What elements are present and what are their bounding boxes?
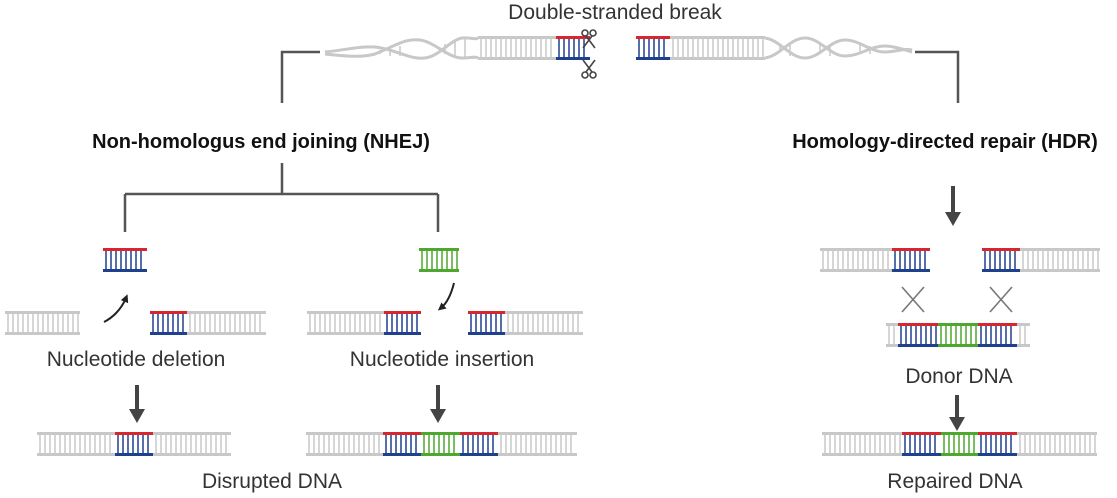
dna-excised-fragment [103,248,147,272]
top-connectors [123,50,960,232]
dna-disrupted-insertion [306,432,577,456]
dna-insertion-left-end [307,311,421,335]
dna-helix-right-icon [764,36,913,60]
hdr-heading: Homology-directed repair (HDR) [792,131,1098,153]
dna-hdr-left-end [820,248,930,272]
nhej-heading: Non-homologus end joining (NHEJ) [92,131,430,153]
dna-hdr-right-end [982,248,1100,272]
dna-disrupted-deletion [37,432,231,456]
dna-insertion-right-end [468,311,583,335]
dna-break-right [636,36,765,60]
scissors-icon-top [581,29,597,49]
down-arrow-icons [129,186,965,431]
crossover-icons [901,286,1013,313]
dna-deletion-right-end [150,311,266,335]
dna-break-left [478,36,590,60]
insertion-label: Nucleotide insertion [349,348,535,371]
dna-repaired [822,432,1097,456]
scissors-icon-bottom [581,59,597,79]
curved-arrow-icons [103,282,455,323]
deletion-label: Nucleotide deletion [46,348,226,371]
disrupted-dna-label: Disrupted DNA [201,470,343,493]
donor-dna-label: Donor DNA [905,365,1013,388]
dna-helix-left-icon [324,36,479,60]
dna-inserted-fragment [419,248,459,272]
dna-deletion-left-end [5,311,80,335]
dna-donor-template [886,323,1030,347]
diagram-title: Double-stranded break [508,1,722,24]
repaired-dna-label: Repaired DNA [887,470,1023,493]
